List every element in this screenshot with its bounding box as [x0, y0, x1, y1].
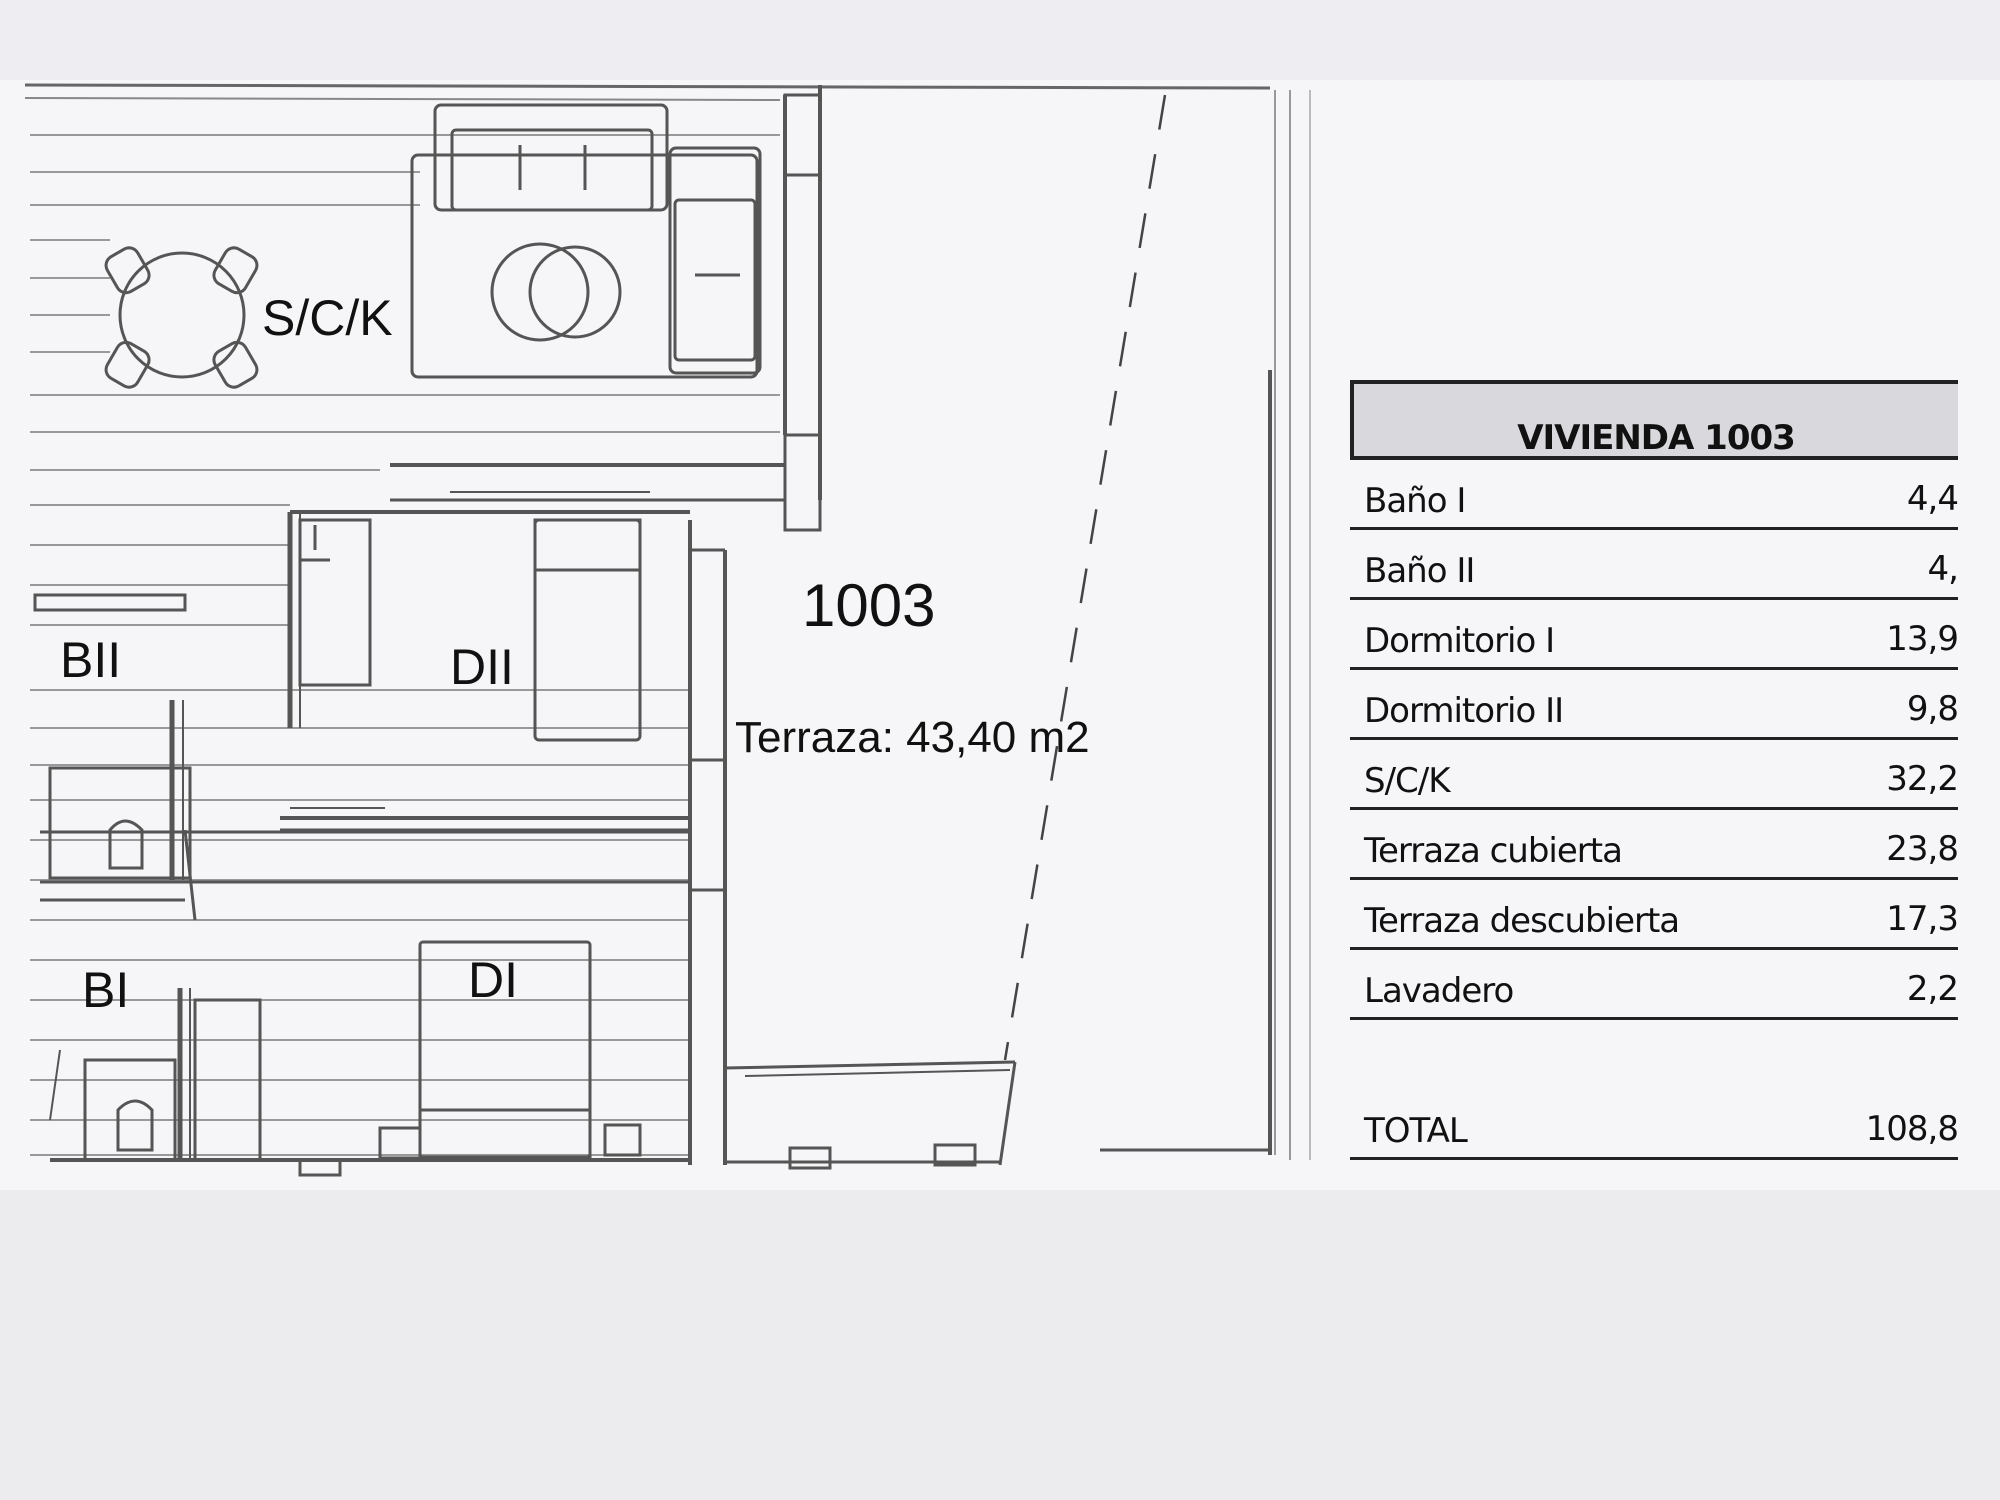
row-value: 4,4	[1906, 479, 1959, 519]
table-row: Dormitorio II 9,8	[1350, 670, 1959, 740]
table-total-row: TOTAL 108,8	[1350, 1080, 1959, 1160]
table-row: Terraza descubierta 17,3	[1350, 880, 1959, 950]
paper-sheet	[0, 80, 2000, 1190]
row-label: S/C/K	[1364, 761, 1451, 801]
table-row: Baño I 4,4	[1350, 460, 1959, 530]
room-label-dii: DII	[450, 639, 514, 695]
room-label-bi: BI	[82, 962, 130, 1018]
row-label: Dormitorio II	[1364, 691, 1564, 731]
row-label: Baño I	[1364, 481, 1466, 521]
area-table: VIVIENDA 1003 Baño I 4,4 Baño II 4, Dorm…	[1350, 380, 1959, 1160]
row-value: 17,3	[1886, 899, 1959, 939]
room-label-bii: BII	[60, 632, 122, 688]
unit-number-label: 1003	[802, 572, 936, 639]
table-row: Baño II 4,	[1350, 530, 1959, 600]
room-label-sck: S/C/K	[262, 290, 393, 346]
row-label: Terraza descubierta	[1364, 901, 1680, 941]
total-label: TOTAL	[1364, 1111, 1468, 1151]
terrace-area-label: Terraza: 43,40 m2	[735, 713, 1090, 762]
total-value: 108,8	[1865, 1109, 1959, 1149]
row-value: 2,2	[1906, 969, 1959, 1009]
row-value: 9,8	[1906, 689, 1959, 729]
row-value: 23,8	[1886, 829, 1959, 869]
table-row: Terraza cubierta 23,8	[1350, 810, 1959, 880]
row-value: 13,9	[1886, 619, 1959, 659]
row-value: 32,2	[1886, 759, 1959, 799]
row-value: 4,	[1927, 549, 1959, 589]
row-label: Lavadero	[1364, 971, 1514, 1011]
table-row: Lavadero 2,2	[1350, 950, 1959, 1020]
row-label: Terraza cubierta	[1364, 831, 1623, 871]
row-label: Baño II	[1364, 551, 1475, 591]
table-row: S/C/K 32,2	[1350, 740, 1959, 810]
paper-lower-area	[0, 1190, 2000, 1500]
row-label: Dormitorio I	[1364, 621, 1555, 661]
table-row: Dormitorio I 13,9	[1350, 600, 1959, 670]
table-header: VIVIENDA 1003	[1350, 380, 1958, 460]
table-title: VIVIENDA 1003	[1517, 418, 1796, 458]
room-label-di: DI	[468, 952, 518, 1008]
